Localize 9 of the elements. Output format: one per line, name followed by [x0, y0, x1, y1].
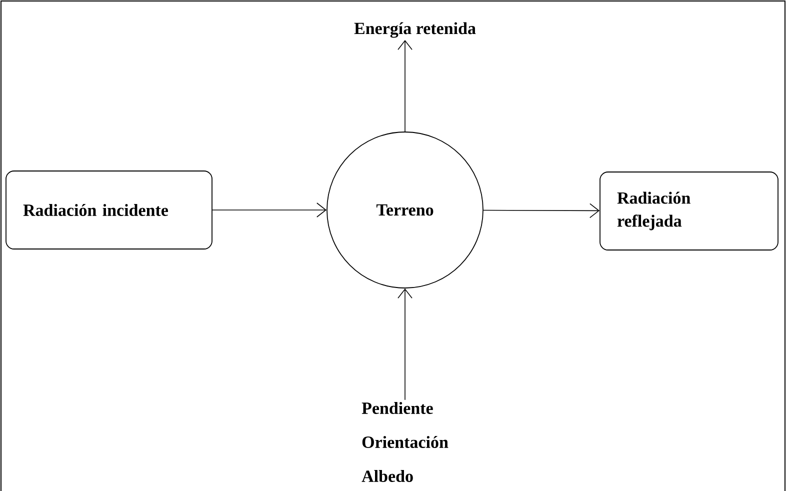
circle-node: Terreno [326, 132, 484, 288]
info-box: Radiación reflejada [600, 172, 778, 250]
info-box: Radiación incidente [6, 170, 212, 250]
text-label: Pendiente Orientación Albedo [362, 402, 448, 482]
arrow [398, 288, 412, 400]
text-label: Energía retenida [354, 22, 476, 38]
arrow [212, 202, 327, 218]
arrow [483, 203, 600, 218]
arrow [398, 40, 412, 132]
